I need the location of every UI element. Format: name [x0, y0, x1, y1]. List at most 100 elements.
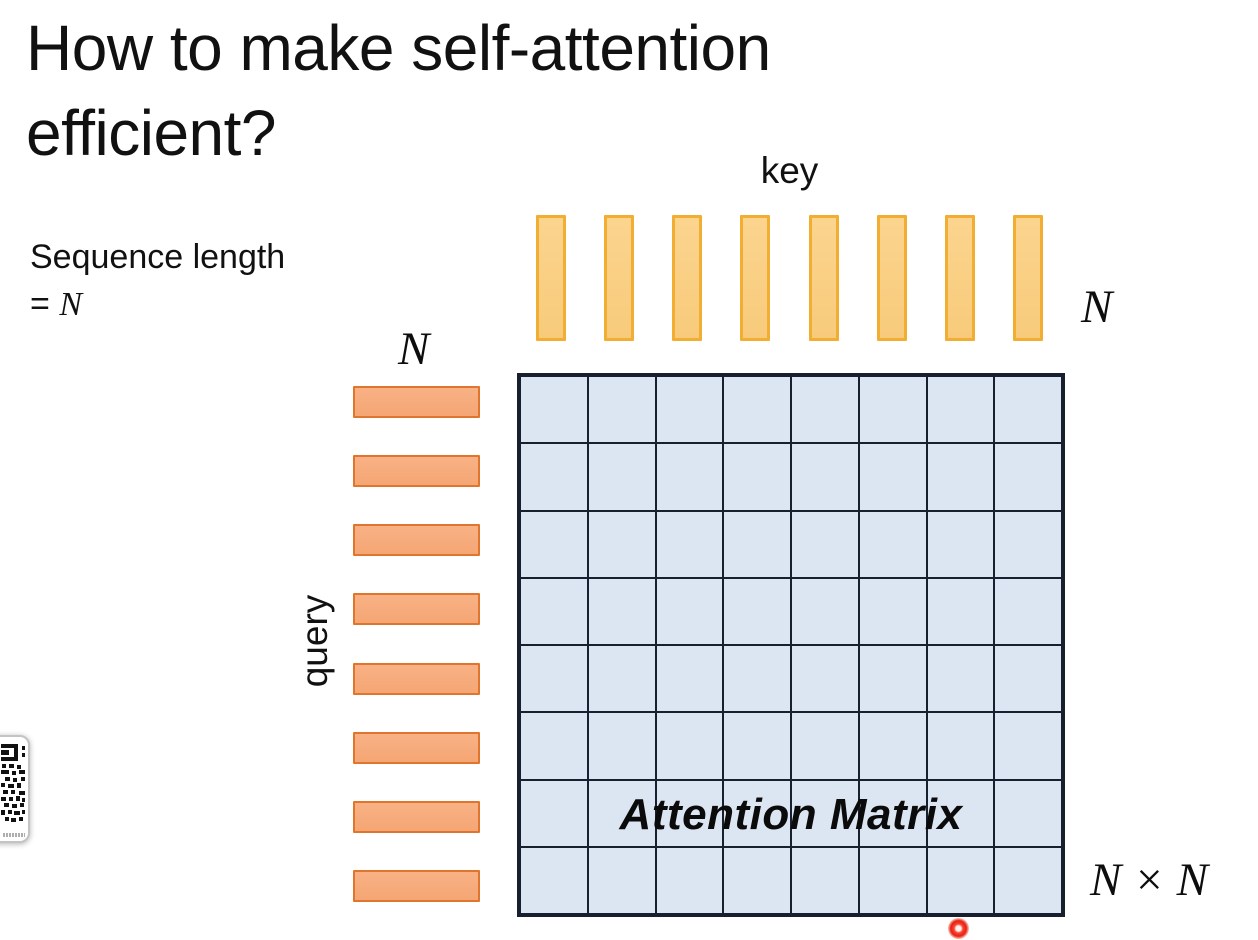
qr-caption [3, 833, 25, 837]
query-vector-bar [353, 869, 480, 902]
matrix-cell [520, 376, 588, 444]
matrix-cell [926, 645, 995, 713]
sequence-length-text: Sequence length [30, 238, 286, 276]
query-count-label: N [398, 323, 430, 375]
matrix-cell [587, 846, 656, 914]
query-vector-bar [353, 662, 480, 695]
matrix-cell [926, 712, 995, 780]
matrix-cell [655, 779, 724, 847]
matrix-cell [791, 712, 859, 780]
matrix-cell [926, 510, 995, 578]
matrix-cell [587, 577, 656, 645]
key-vector-bar [876, 215, 907, 341]
key-vector-bar [1012, 215, 1043, 341]
laser-pointer-dot [948, 918, 969, 939]
slide-title-line2: efficient? [26, 97, 277, 169]
matrix-cell [587, 645, 656, 713]
matrix-cell [723, 779, 791, 847]
key-vector-bar [740, 215, 771, 341]
key-vector-bar [536, 215, 566, 341]
matrix-cell [655, 443, 724, 511]
matrix-cell [520, 577, 588, 645]
matrix-cell [858, 846, 927, 914]
key-vector-bar [604, 215, 635, 341]
query-vector-bar [353, 593, 480, 626]
matrix-cell [587, 712, 656, 780]
key-label: key [760, 150, 819, 191]
matrix-cell [791, 645, 859, 713]
slide-title-line1: How to make self-attention [26, 12, 771, 84]
matrix-cell [587, 376, 656, 444]
matrix-cell [791, 376, 859, 444]
query-bars [353, 386, 480, 902]
key-vector-bar [944, 215, 975, 341]
matrix-cell [587, 779, 656, 847]
matrix-cell [655, 577, 724, 645]
matrix-cell [791, 846, 859, 914]
matrix-cell [926, 443, 995, 511]
matrix-cell [926, 779, 995, 847]
matrix-cell [655, 510, 724, 578]
matrix-cell [994, 577, 1062, 645]
matrix-cell [655, 712, 724, 780]
attention-matrix-grid [517, 373, 1065, 917]
matrix-cell [520, 645, 588, 713]
matrix-cell [520, 779, 588, 847]
matrix-cell [858, 645, 927, 713]
matrix-size-label: N × N [1090, 854, 1208, 906]
matrix-cell [587, 510, 656, 578]
sequence-length-note: Sequence length = N [30, 234, 285, 328]
matrix-cell [858, 510, 927, 578]
key-bars [536, 215, 1043, 341]
matrix-cell [723, 443, 791, 511]
matrix-cell [791, 443, 859, 511]
matrix-cell [994, 645, 1062, 713]
sequence-length-value: = N [30, 281, 285, 328]
matrix-cell [723, 846, 791, 914]
matrix-cell [520, 846, 588, 914]
matrix-cell [858, 779, 927, 847]
query-vector-bar [353, 524, 480, 557]
matrix-cell [858, 376, 927, 444]
matrix-cell [994, 510, 1062, 578]
attention-matrix-label: Attention Matrix [619, 790, 963, 839]
slide-title: How to make self-attention efficient? [26, 6, 1026, 176]
query-vector-bar [353, 800, 480, 833]
matrix-cell [994, 376, 1062, 444]
matrix-cell [791, 510, 859, 578]
matrix-cell [655, 846, 724, 914]
matrix-cell [723, 376, 791, 444]
matrix-cell [520, 443, 588, 511]
n-symbol: N [59, 286, 82, 323]
matrix-cell [926, 577, 995, 645]
matrix-cell [723, 577, 791, 645]
query-vector-bar [353, 386, 480, 418]
key-vector-bar [808, 215, 839, 341]
matrix-cell [994, 779, 1062, 847]
key-vector-bar [672, 215, 703, 341]
matrix-cell [858, 712, 927, 780]
matrix-cell [858, 577, 927, 645]
matrix-cell [791, 577, 859, 645]
matrix-cell [994, 846, 1062, 914]
matrix-cell [791, 779, 859, 847]
qr-code-icon [1, 744, 25, 822]
matrix-cell [655, 645, 724, 713]
matrix-cell [994, 443, 1062, 511]
matrix-cell [926, 376, 995, 444]
matrix-cell [587, 443, 656, 511]
matrix-cell [994, 712, 1062, 780]
query-vector-bar [353, 731, 480, 764]
matrix-cell [723, 712, 791, 780]
matrix-cell [926, 846, 995, 914]
matrix-cell [520, 510, 588, 578]
matrix-cell [858, 443, 927, 511]
matrix-cell [723, 510, 791, 578]
equals-sign: = [30, 285, 50, 323]
query-vector-bar [353, 455, 480, 488]
matrix-cell [520, 712, 588, 780]
key-count-label: N [1081, 281, 1113, 333]
matrix-cell [723, 645, 791, 713]
matrix-cell [655, 376, 724, 444]
